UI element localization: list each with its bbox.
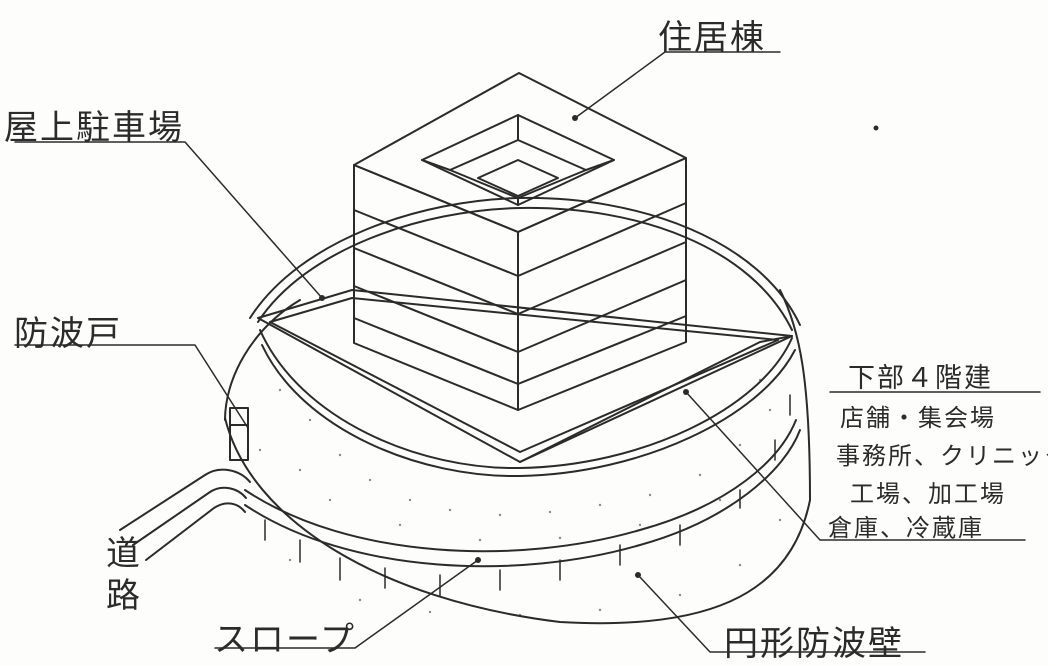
- slope-ramp-inner: [244, 419, 797, 553]
- slope-ramp-outer: [244, 429, 801, 568]
- label-lower-floors-line5: 倉庫、冷蔵庫: [828, 514, 984, 542]
- label-slope: スロープ: [214, 620, 356, 660]
- tower-top-face: [353, 72, 687, 233]
- label-rooftop-parking: 屋上駐車場: [4, 108, 184, 148]
- label-road-char1: 道: [106, 534, 142, 574]
- wall-stipple: [258, 378, 782, 617]
- label-residential-tower: 住居棟: [658, 18, 766, 58]
- seawall-rim-outer: [249, 196, 801, 326]
- road-edge-3: [145, 502, 246, 561]
- road-edge-1: [119, 468, 251, 531]
- tower-floor-lines: [353, 202, 687, 385]
- road-edge-2: [132, 486, 247, 546]
- seawall-front-rim-2: [261, 344, 796, 478]
- label-lower-floors-line3: 事務所、クリニック: [836, 442, 1048, 470]
- label-circular-seawall: 円形防波壁: [724, 624, 904, 664]
- label-lower-floors-line1: 下部４階建: [848, 363, 993, 394]
- seawall-right-edge: [779, 289, 811, 501]
- seawall-bottom-edge: [224, 417, 811, 625]
- seawall-rim-inner: [257, 206, 793, 331]
- seawall-front-rim: [259, 329, 793, 470]
- label-floodgate: 防波戸: [14, 314, 122, 354]
- wall-posts: [264, 394, 791, 597]
- floodgate-door: [229, 407, 249, 461]
- label-road-char2: 路: [106, 576, 142, 616]
- label-lower-floors-line4: 工場、加工場: [850, 480, 1006, 508]
- leader-lines: [14, 51, 1041, 653]
- label-lower-floors-line2: 店舗・集会場: [840, 404, 996, 432]
- seawall-left-edge: [224, 299, 301, 421]
